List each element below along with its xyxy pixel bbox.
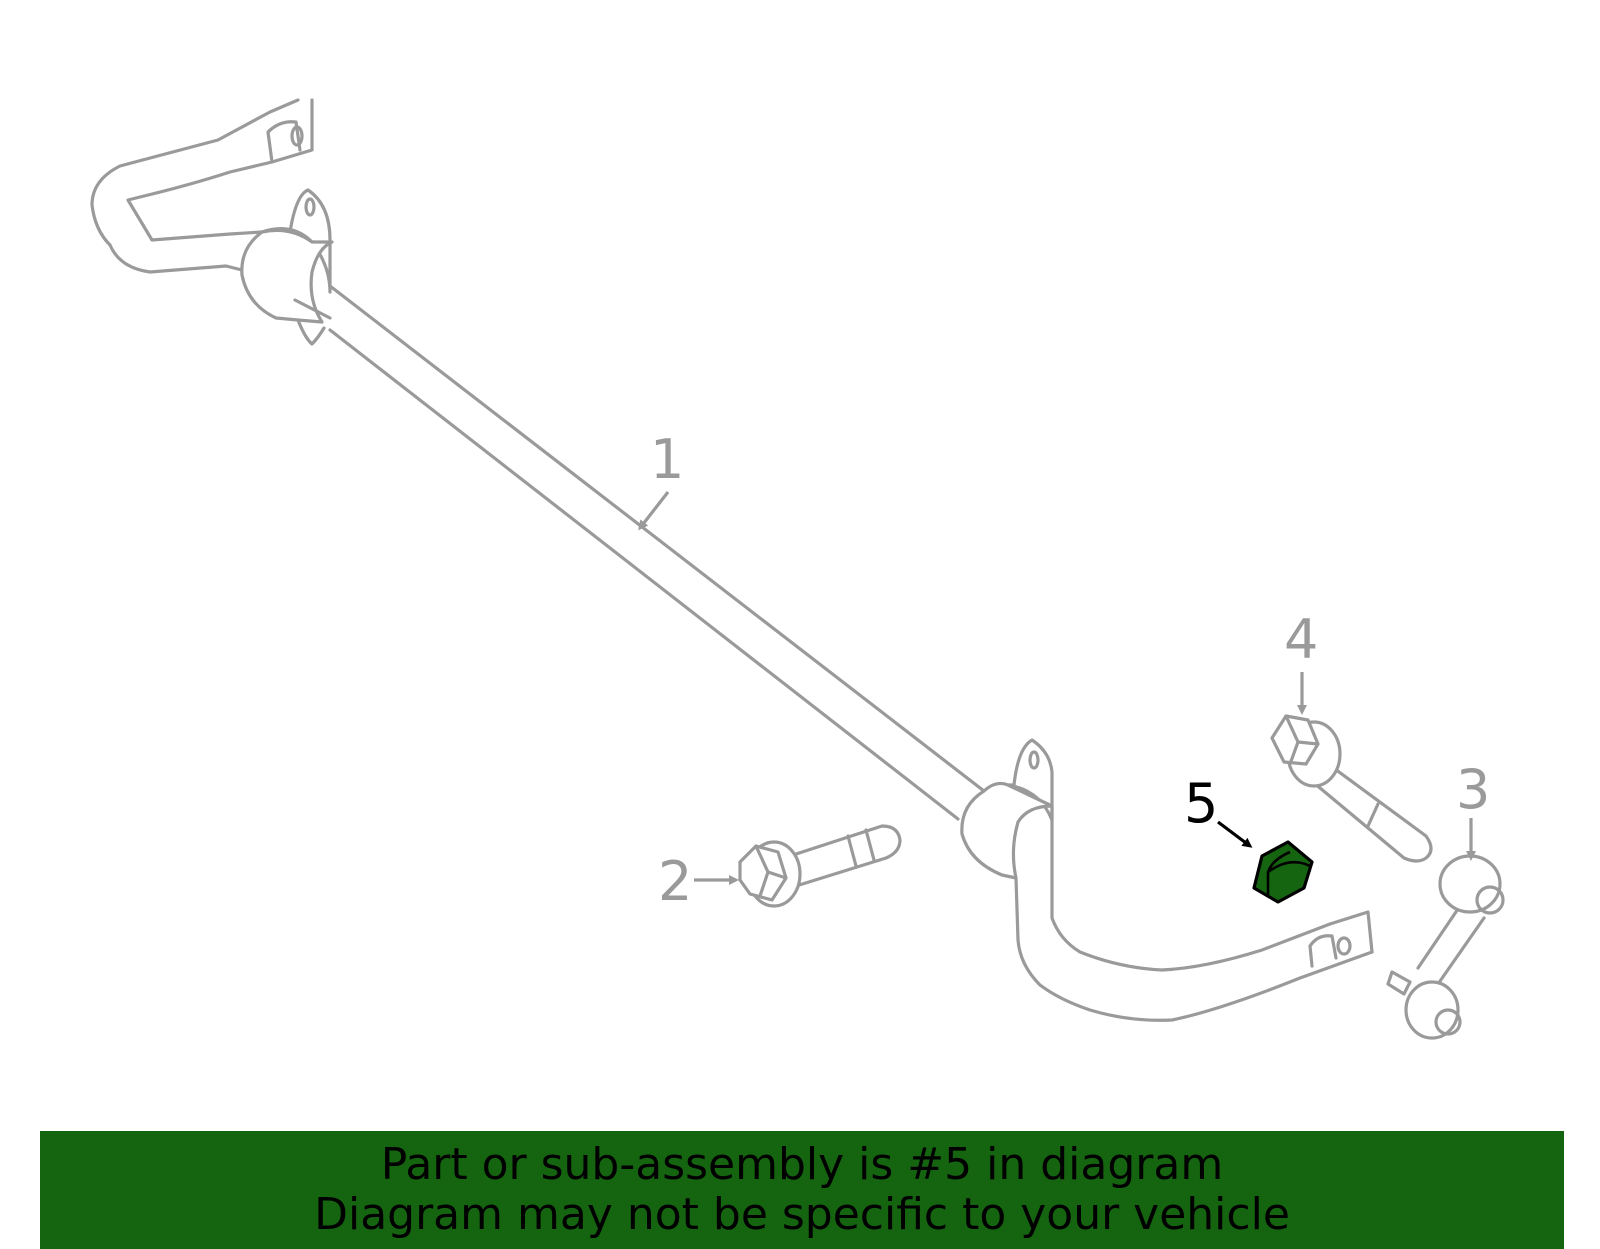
stabilizer-bar-center-line bbox=[293, 298, 332, 320]
stabilizer-bar-right-arm-outer bbox=[1014, 876, 1374, 1022]
stabilizer-link bbox=[1386, 854, 1505, 1040]
link-bolt-thread bbox=[1366, 802, 1380, 828]
nut-body bbox=[1252, 840, 1314, 904]
stabilizer-link-shaft-b bbox=[1436, 916, 1486, 986]
left-bushing bbox=[240, 228, 334, 324]
callout-label-2: 2 bbox=[658, 850, 692, 913]
stabilizer-link-lower-stud bbox=[1386, 970, 1412, 996]
bushing-bolt-thread-2 bbox=[864, 828, 876, 862]
stabilizer-bar-left-arm bbox=[126, 98, 314, 242]
stabilizer-bar-left-eye bbox=[266, 120, 302, 164]
callout-label-5: 5 bbox=[1184, 772, 1218, 835]
stabilizer-bar-right-arm-inner bbox=[1050, 804, 1332, 972]
banner-line-1: Part or sub-assembly is #5 in diagram bbox=[380, 1139, 1224, 1190]
bushing-bolt-shank bbox=[788, 824, 902, 888]
stabilizer-bar-bottom-edge bbox=[328, 328, 960, 821]
link-bolt-shank bbox=[1306, 756, 1433, 863]
stabilizer-bar-left-hole bbox=[290, 125, 304, 147]
callout-labels: 1 2 3 4 5 bbox=[650, 428, 1490, 913]
bushing-bolt bbox=[738, 824, 902, 908]
callout-label-3: 3 bbox=[1456, 758, 1490, 821]
nut-face-edge bbox=[1267, 860, 1311, 874]
stabilizer-link-shaft-a bbox=[1416, 904, 1462, 970]
callout-label-1: 1 bbox=[650, 428, 684, 491]
stabilizer-bar-right-hole bbox=[1336, 936, 1352, 956]
right-bushing bbox=[960, 781, 1054, 880]
stabilizer-link-upper-bore bbox=[1475, 885, 1505, 915]
link-bolt-head-edge bbox=[1284, 714, 1320, 766]
left-bushing-bracket bbox=[260, 188, 332, 294]
stabilizer-bar-right-tip bbox=[1328, 910, 1374, 954]
callout-arrow-5 bbox=[1217, 820, 1253, 848]
banner-background bbox=[40, 1131, 1564, 1249]
callout-arrow-1 bbox=[638, 491, 670, 531]
link-bolt bbox=[1270, 714, 1433, 863]
bushing-bolt-thread-1 bbox=[846, 834, 858, 868]
stabilizer-bar bbox=[90, 98, 1374, 1022]
callout-label-4: 4 bbox=[1284, 608, 1318, 671]
stabilizer-link-lower-ball bbox=[1404, 980, 1460, 1040]
stabilizer-link-upper-ball bbox=[1438, 854, 1502, 914]
callout-arrows bbox=[638, 491, 1476, 885]
left-bushing-foot bbox=[296, 318, 326, 346]
left-bracket-hole bbox=[304, 197, 316, 217]
right-bracket-hole bbox=[1028, 750, 1040, 770]
bushing-bolt-head bbox=[738, 844, 788, 902]
stabilizer-bar-top-edge bbox=[328, 284, 986, 793]
notice-banner: Part or sub-assembly is #5 in diagram Di… bbox=[40, 1131, 1564, 1249]
stabilizer-bar-left-arm-lower bbox=[90, 98, 300, 274]
stabilizer-bar-right-eye bbox=[1308, 934, 1338, 968]
banner-line-2: Diagram may not be specific to your vehi… bbox=[314, 1189, 1290, 1240]
bushing-bolt-head-edge bbox=[754, 844, 788, 898]
nut bbox=[1252, 840, 1314, 904]
stabilizer-link-lower-bore bbox=[1434, 1008, 1462, 1036]
